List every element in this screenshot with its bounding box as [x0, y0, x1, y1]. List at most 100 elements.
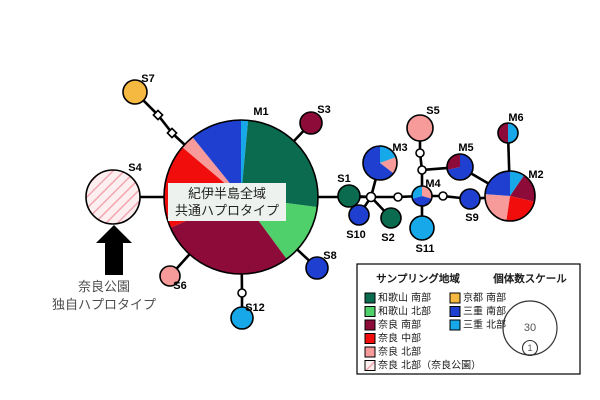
legend-label: 和歌山 北部 [378, 305, 431, 318]
legend-swatch [364, 319, 376, 331]
node-label-m5: M5 [458, 142, 473, 154]
node-pie-slice [510, 171, 525, 196]
node-circle-hatched [85, 169, 141, 225]
node-circle [380, 207, 402, 229]
node-pie-slice [412, 196, 432, 207]
legend-label: 奈良 北部（奈良公園） [378, 359, 481, 372]
node-label-m3: M3 [392, 142, 407, 154]
median-vector-diamond [152, 109, 164, 121]
scale-large-value: 30 [524, 322, 536, 334]
legend-swatch [449, 306, 461, 317]
node-label-m6: M6 [508, 112, 523, 124]
legend-swatch [449, 319, 461, 331]
legend-swatch [364, 333, 376, 344]
node-pie-slice [446, 154, 460, 170]
scale-small-value: 1 [527, 343, 532, 353]
node-label-m2: M2 [528, 169, 543, 181]
node-label-m1: M1 [253, 106, 268, 118]
legend-label: 三重 南部 [463, 305, 506, 318]
legend-swatch [364, 306, 376, 317]
node-label-s7: S7 [141, 73, 154, 85]
network-edge [445, 195, 463, 200]
node-label-s1: S1 [337, 173, 350, 185]
node-label-s12: S12 [245, 302, 265, 314]
network-edge [424, 166, 450, 172]
node-label-s8: S8 [323, 250, 336, 262]
legend-size-scale: 30 1 [502, 300, 558, 357]
node-circle [299, 111, 323, 135]
haplotype-node-s8[interactable] [305, 256, 329, 280]
median-vector-diamond [166, 127, 178, 139]
network-edge [372, 198, 386, 213]
haplotype-node-s2[interactable] [380, 207, 402, 229]
median-vector-node [417, 165, 427, 175]
node-label-s3: S3 [317, 104, 330, 116]
haplotype-node-s12[interactable] [230, 306, 254, 330]
median-vector-node [237, 288, 247, 298]
node-label-s6: S6 [173, 280, 186, 292]
haplotype-node-m3[interactable] [362, 145, 398, 181]
haplotype-node-s7[interactable] [122, 79, 148, 105]
haplotype-node-s9[interactable] [459, 188, 481, 210]
annotation-line1: 奈良公園 [78, 279, 130, 295]
haplotype-node-s1[interactable] [337, 184, 361, 208]
haplotype-node-m5[interactable] [446, 153, 474, 181]
node-circle [159, 265, 181, 287]
node-circle [337, 184, 361, 208]
network-edge [419, 155, 423, 168]
legend-label: 京都 南部 [463, 291, 506, 304]
node-pie-slice [498, 123, 508, 143]
legend-label: 奈良 中部 [378, 332, 421, 345]
legend-swatch [364, 360, 376, 371]
network-edge [469, 171, 492, 186]
network-edge [141, 98, 157, 114]
legend-label: 和歌山 南部 [378, 291, 431, 304]
haplotype-node-s4[interactable] [85, 169, 141, 225]
node-pie-slice [506, 196, 535, 221]
node-circle [305, 256, 329, 280]
haplotype-node-m2[interactable] [484, 170, 536, 222]
legend-title-regions: サンプリング地域 [376, 272, 460, 285]
center-label-line1: 紀伊半島全域 [188, 186, 266, 202]
node-label-m4: M4 [425, 178, 441, 190]
node-circle [409, 215, 435, 241]
node-outline [411, 185, 433, 207]
center-haplotype-label: 紀伊半島全域 共通ハプロタイプ [168, 183, 286, 221]
haplotype-node-s3[interactable] [299, 111, 323, 135]
median-vector-node [438, 191, 448, 201]
haplotype-node-m4[interactable] [411, 185, 433, 207]
legend-label: 奈良 南部 [378, 318, 421, 331]
node-outline [484, 170, 536, 222]
legend-swatch [364, 292, 376, 304]
node-pie-slice [485, 194, 510, 221]
haplotype-node-m6[interactable] [497, 122, 519, 144]
node-pie-slice [412, 186, 422, 199]
node-pie-slice [363, 146, 394, 181]
node-pie-slice [447, 154, 473, 180]
scale-circle-small [521, 339, 539, 357]
node-outline [497, 122, 519, 144]
node-label-s2: S2 [381, 232, 394, 244]
node-label-s4: S4 [128, 162, 142, 174]
node-pie-slice [380, 157, 397, 174]
node-outline [446, 153, 474, 181]
haplotype-node-s11[interactable] [409, 215, 435, 241]
node-pie-slice [508, 123, 518, 143]
node-label-s10: S10 [346, 229, 366, 241]
node-pie-slice [485, 171, 510, 196]
nara-park-annotation: 奈良公園 独自ハプロタイプ [52, 225, 156, 313]
node-outline [163, 119, 319, 275]
haplotype-node-s6[interactable] [159, 265, 181, 287]
legend-label: 三重 北部 [463, 318, 506, 331]
legend-label: 奈良 北部 [378, 345, 421, 358]
node-circle [406, 114, 434, 142]
node-pie-slice [422, 186, 432, 199]
haplotype-node-s10[interactable] [348, 204, 370, 226]
node-circle [348, 204, 370, 226]
haplotype-node-s5[interactable] [406, 114, 434, 142]
node-pie-slice [380, 146, 396, 163]
